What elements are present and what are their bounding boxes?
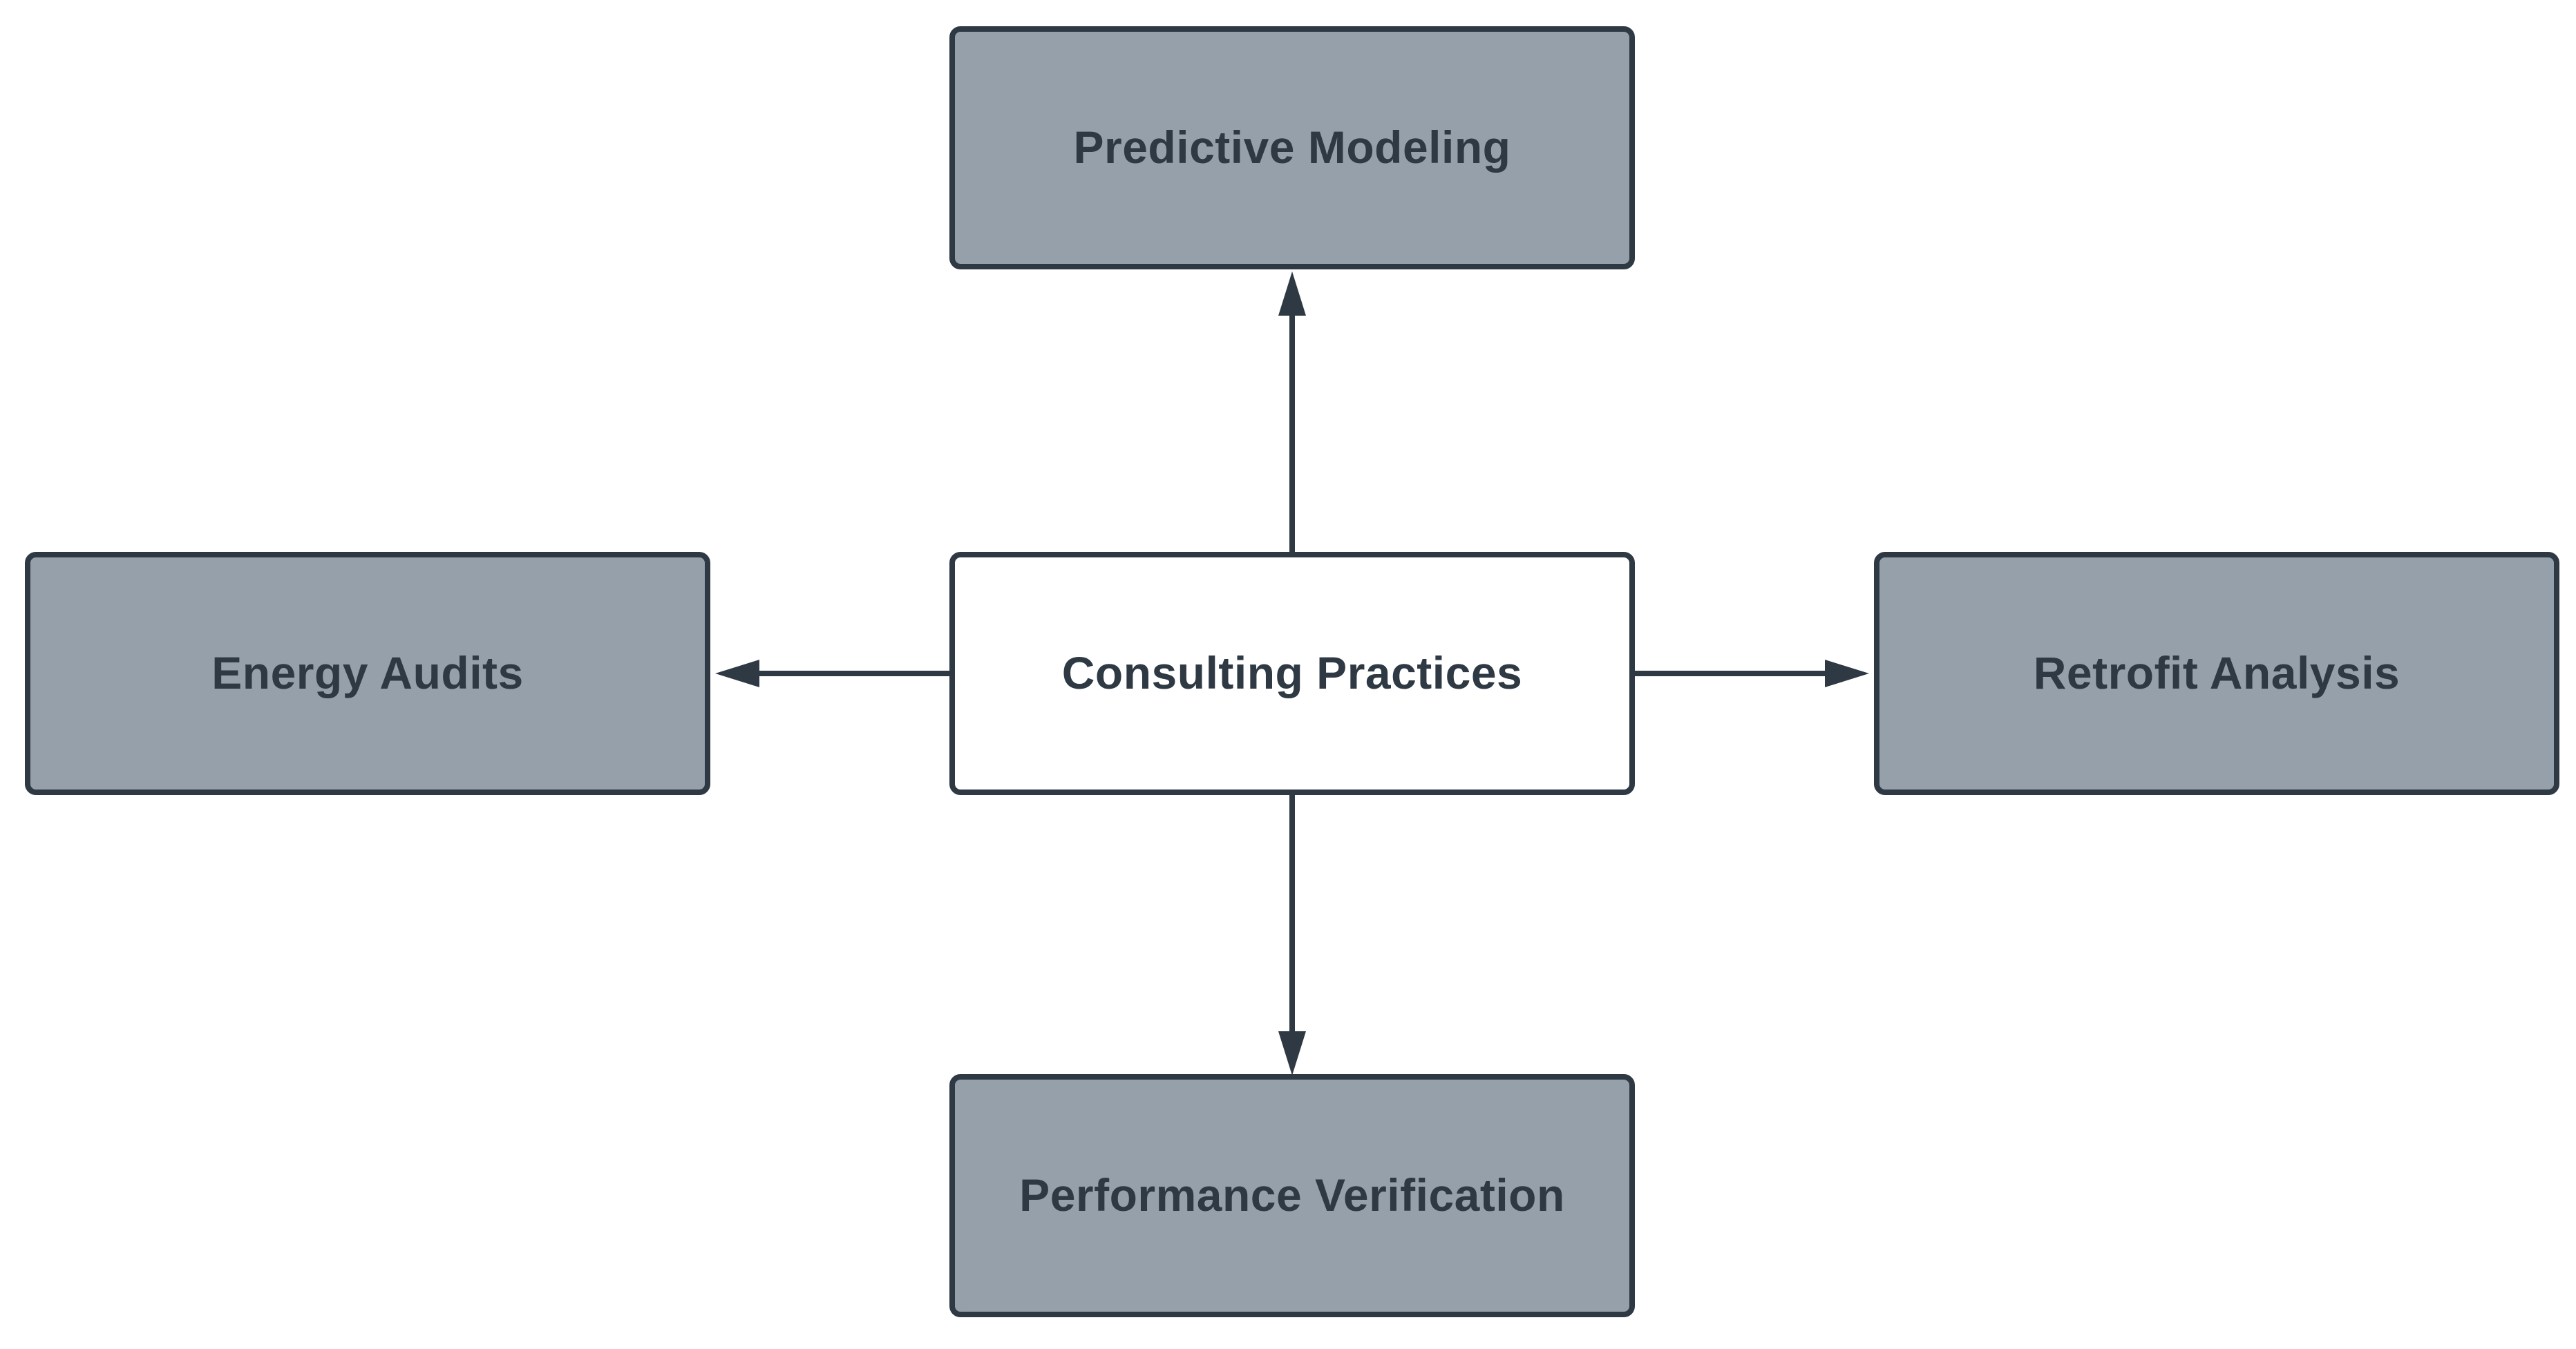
arrowhead-left-icon	[715, 660, 759, 687]
connector-center-to-left	[715, 660, 949, 687]
connector-center-to-top	[1278, 271, 1306, 552]
node-predictive-modeling: Predictive Modeling	[949, 26, 1635, 269]
node-performance-verification: Performance Verification	[949, 1074, 1635, 1317]
node-label: Predictive Modeling	[1073, 122, 1511, 173]
node-consulting-practices: Consulting Practices	[949, 552, 1635, 795]
node-label: Retrofit Analysis	[2033, 647, 2400, 699]
connector-center-to-right	[1635, 660, 1869, 687]
node-label: Energy Audits	[211, 647, 524, 699]
node-label: Performance Verification	[1019, 1169, 1565, 1221]
connector-center-to-bottom	[1278, 795, 1306, 1075]
arrowhead-up-icon	[1278, 271, 1306, 316]
arrowhead-down-icon	[1278, 1031, 1306, 1075]
node-retrofit-analysis: Retrofit Analysis	[1874, 552, 2559, 795]
node-energy-audits: Energy Audits	[25, 552, 710, 795]
node-label: Consulting Practices	[1061, 647, 1523, 699]
arrowhead-right-icon	[1825, 660, 1869, 687]
